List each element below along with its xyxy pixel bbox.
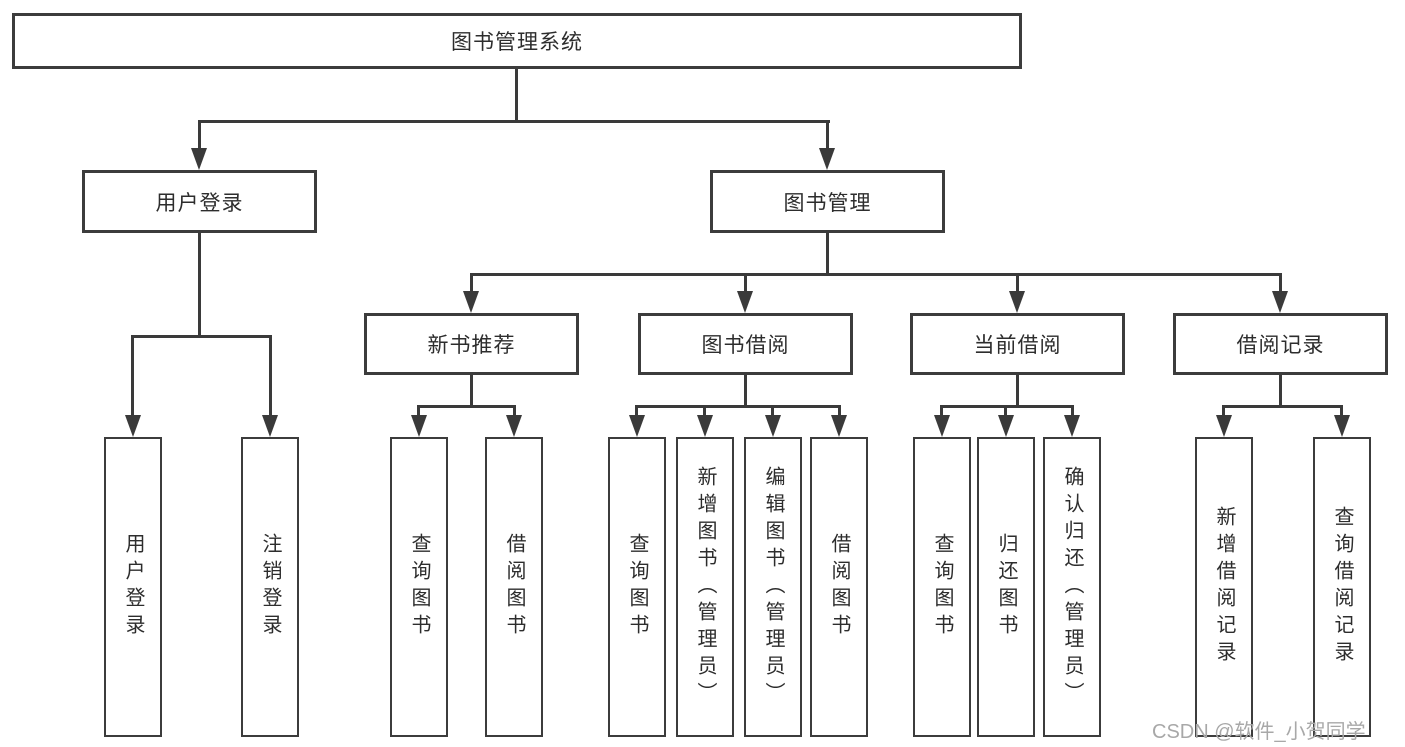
connector-v: [513, 405, 516, 417]
arrow-down-icon: [1334, 415, 1350, 437]
connector-v: [940, 405, 943, 417]
connector-v: [1340, 405, 1343, 417]
node-label: 图书借阅: [701, 334, 790, 357]
connector-h: [635, 405, 841, 408]
arrow-down-icon: [463, 291, 479, 313]
arrow-down-icon: [125, 415, 141, 437]
connector-v: [269, 335, 272, 417]
connector-v: [826, 233, 829, 275]
arrow-down-icon: [1216, 415, 1232, 437]
leaf-label: 查询图书: [931, 533, 953, 641]
leaf-return-books: 归还图书: [977, 437, 1035, 737]
leaf-borrow-books: 借阅图书: [810, 437, 868, 737]
leaf-label: 用户登录: [122, 533, 144, 641]
arrow-down-icon: [262, 415, 278, 437]
connector-v: [1222, 405, 1225, 417]
node-label: 当前借阅: [973, 334, 1062, 357]
arrow-down-icon: [1272, 291, 1288, 313]
leaf-label: 借阅图书: [828, 533, 850, 641]
connector-v: [744, 273, 747, 293]
arrow-down-icon: [934, 415, 950, 437]
connector-v: [1279, 375, 1282, 407]
node-user-login: 用户登录: [82, 170, 317, 233]
leaf-confirm-return-admin: 确认归还（管理员）: [1043, 437, 1101, 737]
connector-h: [131, 335, 272, 338]
connector-v: [826, 120, 829, 150]
leaf-label: 注销登录: [259, 533, 281, 641]
leaf-label: 确认归还（管理员）: [1061, 465, 1083, 709]
leaf-query-books-recommend: 查询图书: [390, 437, 448, 737]
arrow-down-icon: [1064, 415, 1080, 437]
arrow-down-icon: [629, 415, 645, 437]
leaf-query-borrow-record: 查询借阅记录: [1313, 437, 1371, 737]
arrow-down-icon: [831, 415, 847, 437]
node-current-borrow: 当前借阅: [910, 313, 1125, 375]
connector-v: [470, 273, 473, 293]
leaf-borrow-books-recommend: 借阅图书: [485, 437, 543, 737]
leaf-label: 查询图书: [626, 533, 648, 641]
connector-v: [703, 405, 706, 417]
leaf-user-login: 用户登录: [104, 437, 162, 737]
node-label: 图书管理: [783, 191, 872, 215]
connector-v: [744, 375, 747, 407]
connector-v: [635, 405, 638, 417]
leaf-query-books-borrow: 查询图书: [608, 437, 666, 737]
arrow-down-icon: [1009, 291, 1025, 313]
connector-v: [198, 120, 201, 150]
arrow-down-icon: [737, 291, 753, 313]
node-label: 用户登录: [155, 191, 244, 215]
leaf-label: 编辑图书（管理员）: [762, 465, 784, 709]
csdn-watermark: CSDN @软件_小贺同学: [1152, 721, 1366, 743]
arrow-down-icon: [998, 415, 1014, 437]
connector-h: [1222, 405, 1343, 408]
connector-h: [417, 405, 516, 408]
leaf-label: 查询图书: [408, 533, 430, 641]
node-label: 新书推荐: [427, 334, 516, 357]
connector-v: [470, 375, 473, 407]
connector-v: [1016, 375, 1019, 407]
arrow-down-icon: [697, 415, 713, 437]
leaf-label: 借阅图书: [503, 533, 525, 641]
connector-v: [1016, 273, 1019, 293]
connector-v: [515, 69, 518, 122]
node-book-management: 图书管理: [710, 170, 945, 233]
arrow-down-icon: [506, 415, 522, 437]
connector-v: [771, 405, 774, 417]
leaf-label: 查询借阅记录: [1331, 506, 1353, 668]
node-book-borrow: 图书借阅: [638, 313, 853, 375]
connector-v: [1004, 405, 1007, 417]
leaf-label: 归还图书: [995, 533, 1017, 641]
connector-v: [131, 335, 134, 417]
connector-v: [838, 405, 841, 417]
connector-v: [1279, 273, 1282, 293]
node-new-book-recommend: 新书推荐: [364, 313, 579, 375]
connector-h: [940, 405, 1074, 408]
leaf-logout: 注销登录: [241, 437, 299, 737]
leaf-add-borrow-record: 新增借阅记录: [1195, 437, 1253, 737]
connector-v: [1071, 405, 1074, 417]
connector-v: [417, 405, 420, 417]
arrow-down-icon: [819, 148, 835, 170]
connector-h: [470, 273, 1282, 276]
node-label: 图书管理系统: [451, 31, 583, 54]
arrow-down-icon: [411, 415, 427, 437]
arrow-down-icon: [765, 415, 781, 437]
leaf-label: 新增图书（管理员）: [694, 465, 716, 709]
node-label: 借阅记录: [1236, 334, 1325, 357]
leaf-edit-books-admin: 编辑图书（管理员）: [744, 437, 802, 737]
arrow-down-icon: [191, 148, 207, 170]
connector-v: [198, 233, 201, 337]
connector-h: [198, 120, 830, 123]
leaf-add-books-admin: 新增图书（管理员）: [676, 437, 734, 737]
leaf-query-books-current: 查询图书: [913, 437, 971, 737]
leaf-label: 新增借阅记录: [1213, 506, 1235, 668]
node-library-system: 图书管理系统: [12, 13, 1022, 69]
node-borrow-record: 借阅记录: [1173, 313, 1388, 375]
